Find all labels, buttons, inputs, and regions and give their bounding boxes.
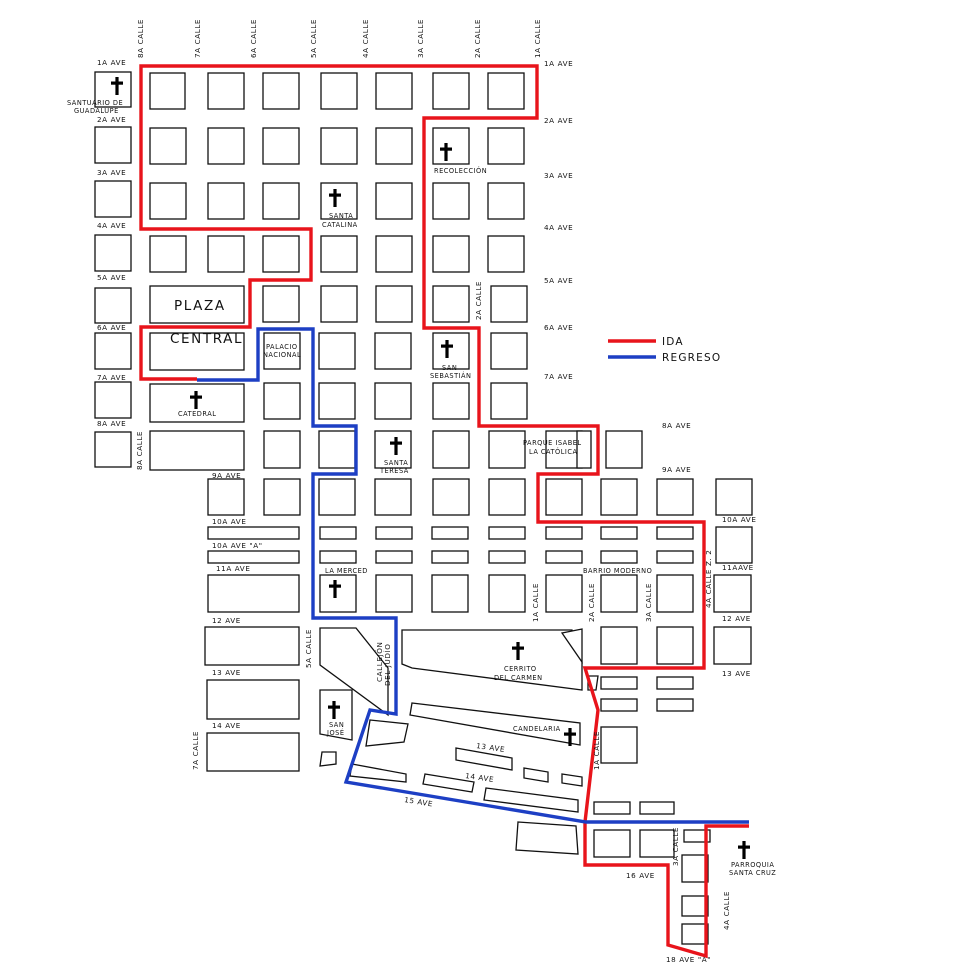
avenue-label: 18 AVE "A" <box>666 955 711 964</box>
street-label: 1A CALLE <box>531 583 540 622</box>
cerrito-label: CERRITO <box>504 665 537 673</box>
street-label: 4A CALLE <box>361 19 370 58</box>
avenue-label: 8A AVE <box>97 419 126 428</box>
avenue-label: 9A AVE <box>662 465 691 474</box>
avenue-label: 3A AVE <box>544 171 573 180</box>
avenue-label: 14 AVE <box>212 721 241 730</box>
santa-catalina-label: SANTA <box>329 212 353 220</box>
avenue-label: 4A AVE <box>97 221 126 230</box>
route-ida <box>139 64 749 959</box>
avenue-label: 8A AVE <box>662 421 691 430</box>
street-label: 5A CALLE <box>309 19 318 58</box>
legend-ida-label: IDA <box>662 336 684 348</box>
street-label: CALLEJÓN <box>375 642 384 682</box>
avenue-label: 10A AVE <box>212 517 246 526</box>
san-jose-label: SAN <box>329 721 344 729</box>
place-labels: SANTUARIO DE GUADALUPE RECOLECCIÓN SANTA… <box>67 99 776 877</box>
street-label: DEL JUDÍO <box>383 644 392 686</box>
avenue-label: 10A AVE <box>722 515 756 524</box>
street-label: 8A CALLE <box>136 19 145 58</box>
avenue-label: 11A AVE <box>216 564 250 573</box>
avenue-label: 5A AVE <box>97 273 126 282</box>
santa-cruz-cross-icon <box>738 841 750 859</box>
avenue-label: 16 AVE <box>626 871 655 880</box>
street-label: 5A CALLE <box>304 629 313 668</box>
avenue-label: 13 AVE <box>476 741 506 754</box>
street-label: 2A CALLE <box>587 583 596 622</box>
avenue-label: 15 AVE <box>404 795 434 808</box>
avenue-label: 7A AVE <box>544 372 573 381</box>
santuario-label: GUADALUPE <box>74 107 119 115</box>
parroquia-label: SANTA CRUZ <box>729 869 776 877</box>
santa-teresa-label: TERESA <box>379 467 409 475</box>
palacio-label: NACIONAL <box>263 351 301 359</box>
recoleccion-label: RECOLECCIÓN <box>434 166 487 175</box>
street-label: 2A CALLE <box>473 19 482 58</box>
street-label: 2A CALLE <box>474 281 483 320</box>
avenue-label: 5A AVE <box>544 276 573 285</box>
street-label: 8A CALLE <box>135 431 144 470</box>
avenue-label: 6A AVE <box>544 323 573 332</box>
palacio-label: PALACIO <box>266 343 298 351</box>
barrio-moderno-label: BARRIO MODERNO <box>583 567 652 575</box>
street-label: 3A CALLE <box>416 19 425 58</box>
avenue-label: 10A AVE "A" <box>212 541 263 550</box>
san-sebastian-label: SEBASTIÁN <box>430 371 472 380</box>
parroquia-label: PARROQUIA <box>731 861 774 869</box>
avenue-labels: 1A AVE 1A AVE 2A AVE 2A AVE 3A AVE 3A AV… <box>97 58 756 964</box>
avenue-label: 14 AVE <box>465 771 495 784</box>
avenue-label: 1A AVE <box>97 58 126 67</box>
santa-teresa-label: SANTA <box>384 459 408 467</box>
street-label: 1A CALLE <box>533 19 542 58</box>
avenue-label: 2A AVE <box>97 115 126 124</box>
candelaria-label: CANDELARIA <box>513 725 561 733</box>
san-jose-label: JOSÉ <box>326 728 345 737</box>
parque-label: LA CATÓLICA <box>529 447 578 456</box>
street-label: 3A CALLE <box>671 827 680 866</box>
street-label: 7A CALLE <box>191 731 200 770</box>
street-label: 4A CALLE <box>722 891 731 930</box>
la-merced-label: LA MERCED <box>325 567 368 575</box>
avenue-label: 12 AVE <box>212 616 241 625</box>
santa-catalina-label: CATALINA <box>322 221 358 229</box>
avenue-label: 12 AVE <box>722 614 751 623</box>
calle-labels: 8A CALLE 7A CALLE 6A CALLE 5A CALLE 4A C… <box>135 19 731 930</box>
avenue-label: 7A AVE <box>97 373 126 382</box>
avenue-label: 11AAVE <box>722 563 754 572</box>
plaza-label: PLAZA <box>174 298 226 314</box>
legend-regreso-label: REGRESO <box>662 352 721 364</box>
route-regreso <box>197 327 749 824</box>
avenue-label: 6A AVE <box>97 323 126 332</box>
avenue-label: 1A AVE <box>544 59 573 68</box>
street-label: 6A CALLE <box>249 19 258 58</box>
central-label: CENTRAL <box>170 331 243 347</box>
avenue-label: 4A AVE <box>544 223 573 232</box>
cerrito-label: DEL CARMEN <box>494 674 543 682</box>
avenue-label: 13 AVE <box>212 668 241 677</box>
street-label: 7A CALLE <box>193 19 202 58</box>
legend: IDA REGRESO <box>608 336 721 364</box>
santuario-label: SANTUARIO DE <box>67 99 123 107</box>
street-label: 4A CALLE Z. 2 <box>704 550 713 608</box>
city-blocks <box>94 71 753 945</box>
san-sebastian-label: SAN <box>442 364 457 372</box>
avenue-label: 13 AVE <box>722 669 751 678</box>
catedral-label: CATEDRAL <box>178 410 216 418</box>
street-label: 1A CALLE <box>592 731 601 770</box>
avenue-label: 3A AVE <box>97 168 126 177</box>
parque-label: PARQUE ISABEL <box>523 439 582 447</box>
avenue-label: 2A AVE <box>544 116 573 125</box>
avenue-label: 9A AVE <box>212 471 241 480</box>
street-label: 3A CALLE <box>644 583 653 622</box>
